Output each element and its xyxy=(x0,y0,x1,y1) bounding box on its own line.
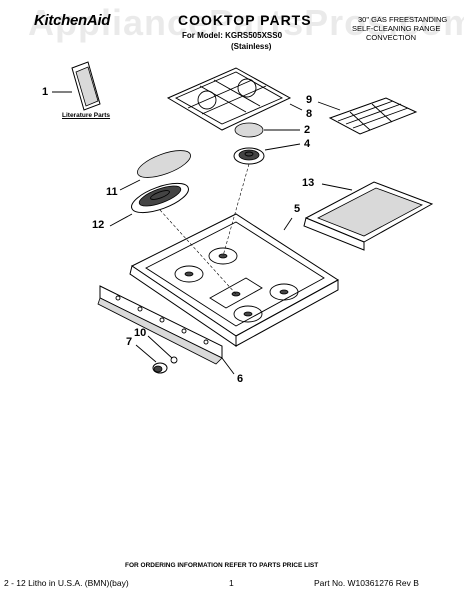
burner-base xyxy=(233,147,265,165)
knob-spring xyxy=(170,356,178,364)
watermark: AppliancePartsPros.com xyxy=(28,2,464,43)
callout-1: 1 xyxy=(42,86,49,98)
footer-page-number: 1 xyxy=(229,578,234,588)
page-title: COOKTOP PARTS xyxy=(178,12,312,28)
literature-parts-label: Literature Parts xyxy=(62,112,111,119)
grate-left xyxy=(166,67,292,131)
control-knob xyxy=(152,362,168,374)
callout-4: 4 xyxy=(304,138,311,150)
cooktop xyxy=(129,213,339,347)
literature-booklet xyxy=(52,61,101,111)
footer-part-number: Part No. W10361276 Rev B xyxy=(314,578,419,588)
callout-12: 12 xyxy=(92,219,105,231)
callout-6: 6 xyxy=(237,373,244,385)
callout-7: 7 xyxy=(126,336,133,348)
range-type-line-3: CONVECTION xyxy=(366,33,417,42)
callout-13: 13 xyxy=(302,177,315,189)
callout-11: 11 xyxy=(106,186,118,198)
footer-litho: 2 - 12 Litho in U.S.A. (BMN)(bay) xyxy=(4,578,129,588)
callout-10: 10 xyxy=(134,327,147,339)
callout-8: 8 xyxy=(306,108,313,120)
ordering-info: FOR ORDERING INFORMATION REFER TO PARTS … xyxy=(125,562,319,569)
color-line: (Stainless) xyxy=(231,42,272,51)
oval-burner-base xyxy=(131,182,189,214)
brand-logo: KitchenAid xyxy=(34,12,111,29)
callout-5: 5 xyxy=(294,203,301,215)
callout-2: 2 xyxy=(304,124,311,136)
range-type-line-2: SELF-CLEANING RANGE xyxy=(352,24,441,33)
burner-cap xyxy=(234,122,264,138)
model-line: For Model: KGRS505XSS0 xyxy=(182,31,283,40)
oval-burner-cap xyxy=(137,150,191,178)
grate-right xyxy=(328,97,418,135)
range-type-line-1: 30" GAS FREESTANDING xyxy=(358,15,448,24)
control-panel xyxy=(97,285,223,365)
callout-9: 9 xyxy=(306,94,313,106)
griddle xyxy=(303,181,434,251)
